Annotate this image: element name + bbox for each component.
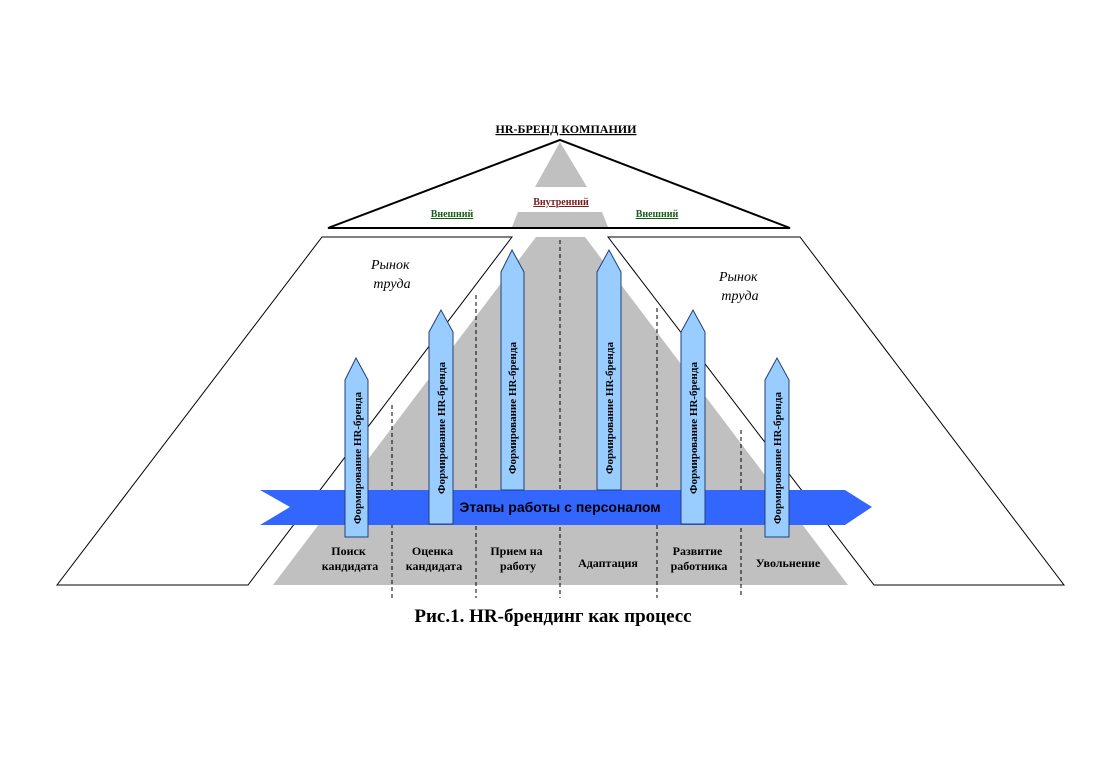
- right-market-label-line: Рынок: [718, 270, 758, 285]
- hr-brand-arrow-label: Формирование HR-бренда: [688, 362, 700, 494]
- roof-inner-trapezoid: [512, 212, 608, 227]
- left-market-trapezoid: [55, 236, 514, 586]
- hr-brand-arrow-label: Формирование HR-бренда: [604, 342, 616, 474]
- stage-label-dismissal: Увольнение: [756, 556, 821, 570]
- hr-brand-arrow-label: Формирование HR-бренда: [352, 392, 364, 524]
- roof-external-right-label: Внешний: [636, 209, 679, 220]
- stage-labels: Поиск кандидата Оценка кандидата Прием н…: [322, 544, 821, 573]
- roof-external-left-label: Внешний: [431, 209, 474, 220]
- hr-brand-arrow-label: Формирование HR-бренда: [772, 392, 784, 524]
- stage-label-hiring: Прием на работу: [490, 544, 545, 573]
- right-market-label-line: труда: [721, 289, 758, 304]
- stage-label-development: Развитие работника: [671, 544, 728, 573]
- hr-brand-arrow-6: Формирование HR-бренда: [764, 356, 790, 538]
- hr-brand-arrow-1: Формирование HR-бренда: [344, 356, 369, 538]
- hr-brand-arrow-label: Формирование HR-бренда: [507, 342, 519, 474]
- right-market-label: Рынок труда: [718, 270, 761, 304]
- stage-label-adaptation: Адаптация: [578, 556, 638, 570]
- figure-caption: Рис.1. HR-брендинг как процесс: [414, 606, 691, 627]
- left-market-label: Рынок труда: [370, 258, 413, 292]
- stage-label-search: Поиск кандидата: [322, 544, 378, 573]
- stages-band-label: Этапы работы с персоналом: [459, 499, 660, 515]
- left-market-label-line: труда: [373, 277, 410, 292]
- stage-label-evaluation: Оценка кандидата: [406, 544, 462, 573]
- hr-brand-arrow-4: Формирование HR-бренда: [596, 248, 622, 491]
- hr-brand-arrow-label: Формирование HR-бренда: [436, 362, 448, 494]
- roof-title: HR-БРЕНД КОМПАНИИ: [496, 122, 638, 136]
- roof-internal-label: Внутренний: [533, 197, 589, 208]
- roof-inner-triangle: [535, 142, 587, 187]
- hr-brand-arrow-5: Формирование HR-бренда: [680, 308, 706, 525]
- hr-brand-arrows: Формирование HR-бренда Формирование HR-б…: [344, 248, 790, 538]
- stages-band-arrow: [260, 490, 872, 525]
- hr-brand-arrow-3: Формирование HR-бренда: [500, 248, 525, 491]
- hr-brand-arrow-2: Формирование HR-бренда: [428, 308, 454, 525]
- left-market-label-line: Рынок: [370, 258, 410, 273]
